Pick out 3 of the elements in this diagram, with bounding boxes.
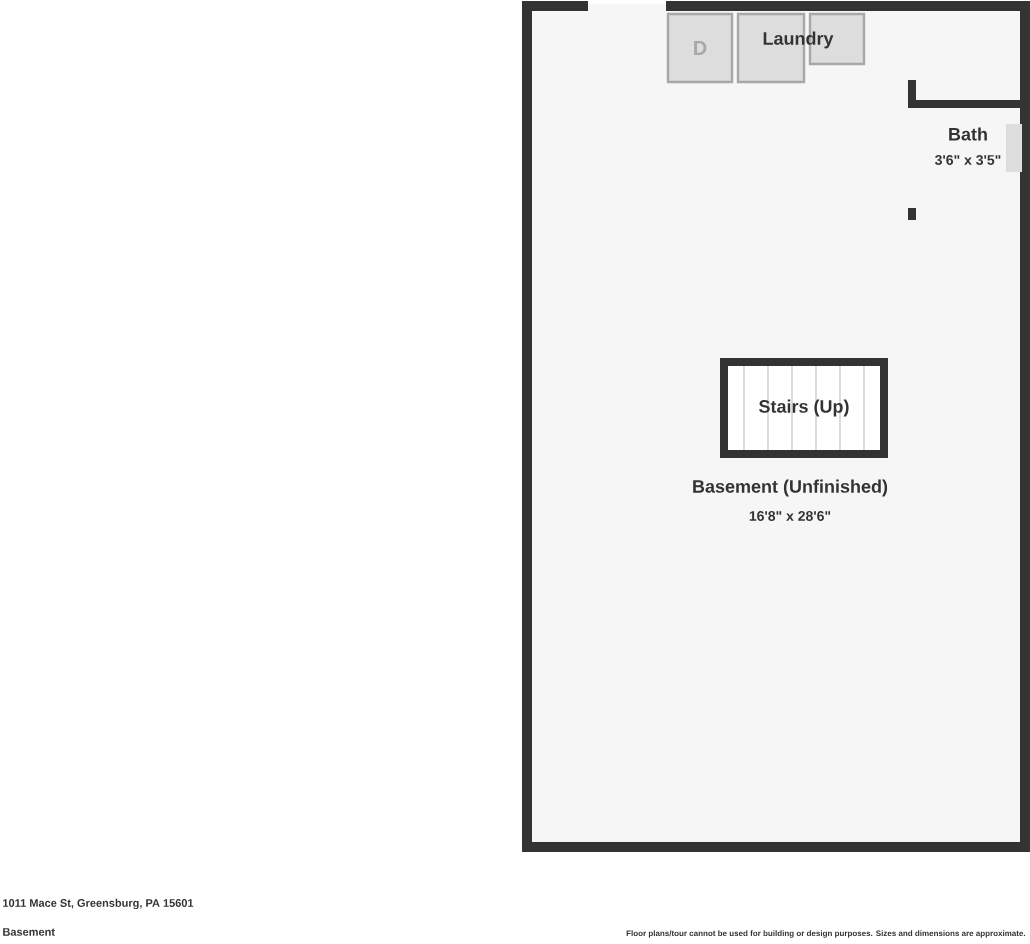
stairs-drawing: Stairs (Up) xyxy=(720,358,888,458)
room-label: Laundry xyxy=(763,31,834,49)
node-label: Bath xyxy=(949,127,987,141)
